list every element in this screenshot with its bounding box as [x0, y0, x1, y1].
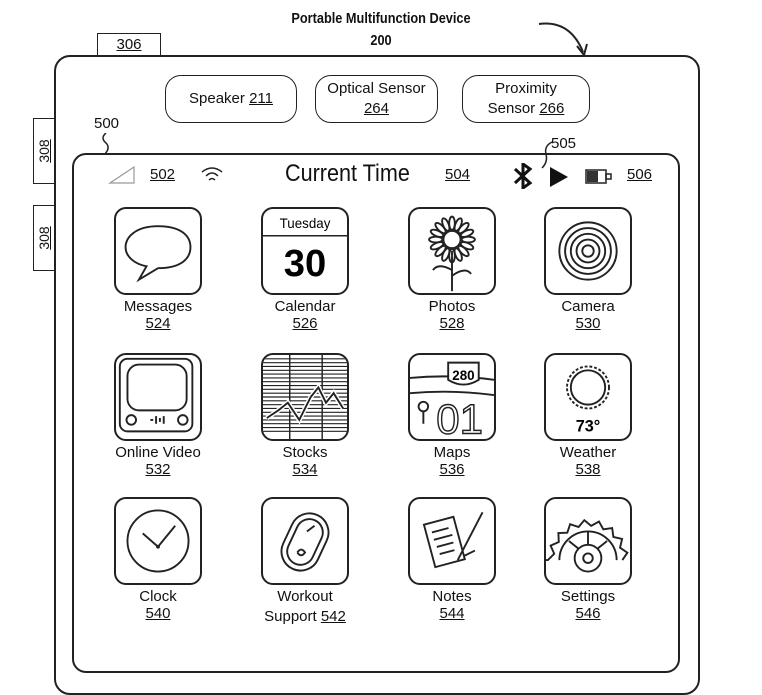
app-ref: 526 — [292, 315, 318, 332]
maps-icon: 280 01 — [408, 353, 496, 441]
bluetooth-icon — [513, 163, 533, 189]
top-button: 306 — [97, 33, 161, 55]
app-ref: 524 — [145, 315, 171, 332]
app-workout[interactable]: Workout Support 542 — [230, 497, 380, 625]
icon-text: Tuesday — [280, 216, 331, 231]
screen-ref: 500 — [94, 115, 120, 132]
app-ref: 536 — [439, 461, 465, 478]
side-button-2: 308 — [33, 205, 54, 271]
icon-text: 01 — [436, 395, 483, 439]
side-button-1: 308 — [33, 118, 54, 184]
bluetooth-ref: 505 — [551, 135, 577, 152]
play-icon — [550, 167, 568, 187]
app-notes[interactable]: Notes 544 — [377, 497, 527, 623]
app-ref: 540 — [145, 605, 171, 622]
workout-icon — [261, 497, 349, 585]
app-label: Online Video — [115, 444, 201, 461]
app-ref: 538 — [575, 461, 601, 478]
figure-title: Portable Multifunction Device — [291, 10, 471, 27]
app-label: Clock — [139, 588, 177, 605]
wifi-icon — [201, 167, 223, 181]
battery-icon — [585, 169, 612, 184]
app-label: Stocks — [282, 444, 328, 461]
app-ref: 546 — [575, 605, 601, 622]
app-ref: 530 — [575, 315, 601, 332]
app-ref: 534 — [292, 461, 318, 478]
app-ref: 528 — [439, 315, 465, 332]
app-label: Workout — [277, 588, 333, 605]
settings-icon — [544, 497, 632, 585]
icon-text: 73° — [576, 417, 601, 435]
notes-icon — [408, 497, 496, 585]
app-label-line2: Support 542 — [264, 608, 346, 625]
app-maps[interactable]: 280 01 Maps 536 — [377, 353, 527, 479]
app-photos[interactable]: Photos 528 — [377, 207, 527, 333]
photos-icon — [408, 207, 496, 295]
current-time: Current Time — [285, 160, 410, 187]
app-clock[interactable]: Clock 540 — [83, 497, 233, 623]
signal-icon — [108, 165, 135, 184]
leader-line-icon — [541, 141, 553, 169]
calendar-icon: Tuesday 30 — [261, 207, 349, 295]
time-ref: 504 — [445, 166, 471, 183]
app-settings[interactable]: Settings 546 — [513, 497, 663, 623]
app-label: Camera — [561, 298, 615, 315]
app-camera[interactable]: Camera 530 — [513, 207, 663, 333]
icon-text: 30 — [284, 242, 326, 285]
app-video[interactable]: Online Video 532 — [83, 353, 233, 479]
weather-icon: 73° — [544, 353, 632, 441]
app-ref: 532 — [145, 461, 171, 478]
app-label: Weather — [559, 444, 617, 461]
app-messages[interactable]: Messages 524 — [83, 207, 233, 333]
app-label: Calendar — [274, 298, 336, 315]
app-label: Notes — [432, 588, 472, 605]
messages-icon — [114, 207, 202, 295]
app-label: Settings — [560, 588, 616, 605]
stocks-icon — [261, 353, 349, 441]
battery-ref: 506 — [627, 166, 653, 183]
clock-icon — [114, 497, 202, 585]
video-icon — [114, 353, 202, 441]
app-stocks[interactable]: Stocks 534 — [230, 353, 380, 479]
app-label: Photos — [428, 298, 476, 315]
speaker-sensor: Speaker 211 — [165, 75, 297, 123]
app-label: Maps — [433, 444, 471, 461]
app-label: Messages — [123, 298, 193, 315]
icon-text: 280 — [452, 368, 474, 383]
device-ref: 200 — [370, 32, 392, 49]
app-weather[interactable]: 73° Weather 538 — [513, 353, 663, 479]
leader-line-icon — [102, 133, 109, 155]
app-ref: 544 — [439, 605, 465, 622]
signal-ref: 502 — [150, 166, 176, 183]
pointer-arrow-icon — [538, 22, 588, 58]
app-calendar[interactable]: Tuesday 30 Calendar 526 — [230, 207, 380, 333]
camera-icon — [544, 207, 632, 295]
